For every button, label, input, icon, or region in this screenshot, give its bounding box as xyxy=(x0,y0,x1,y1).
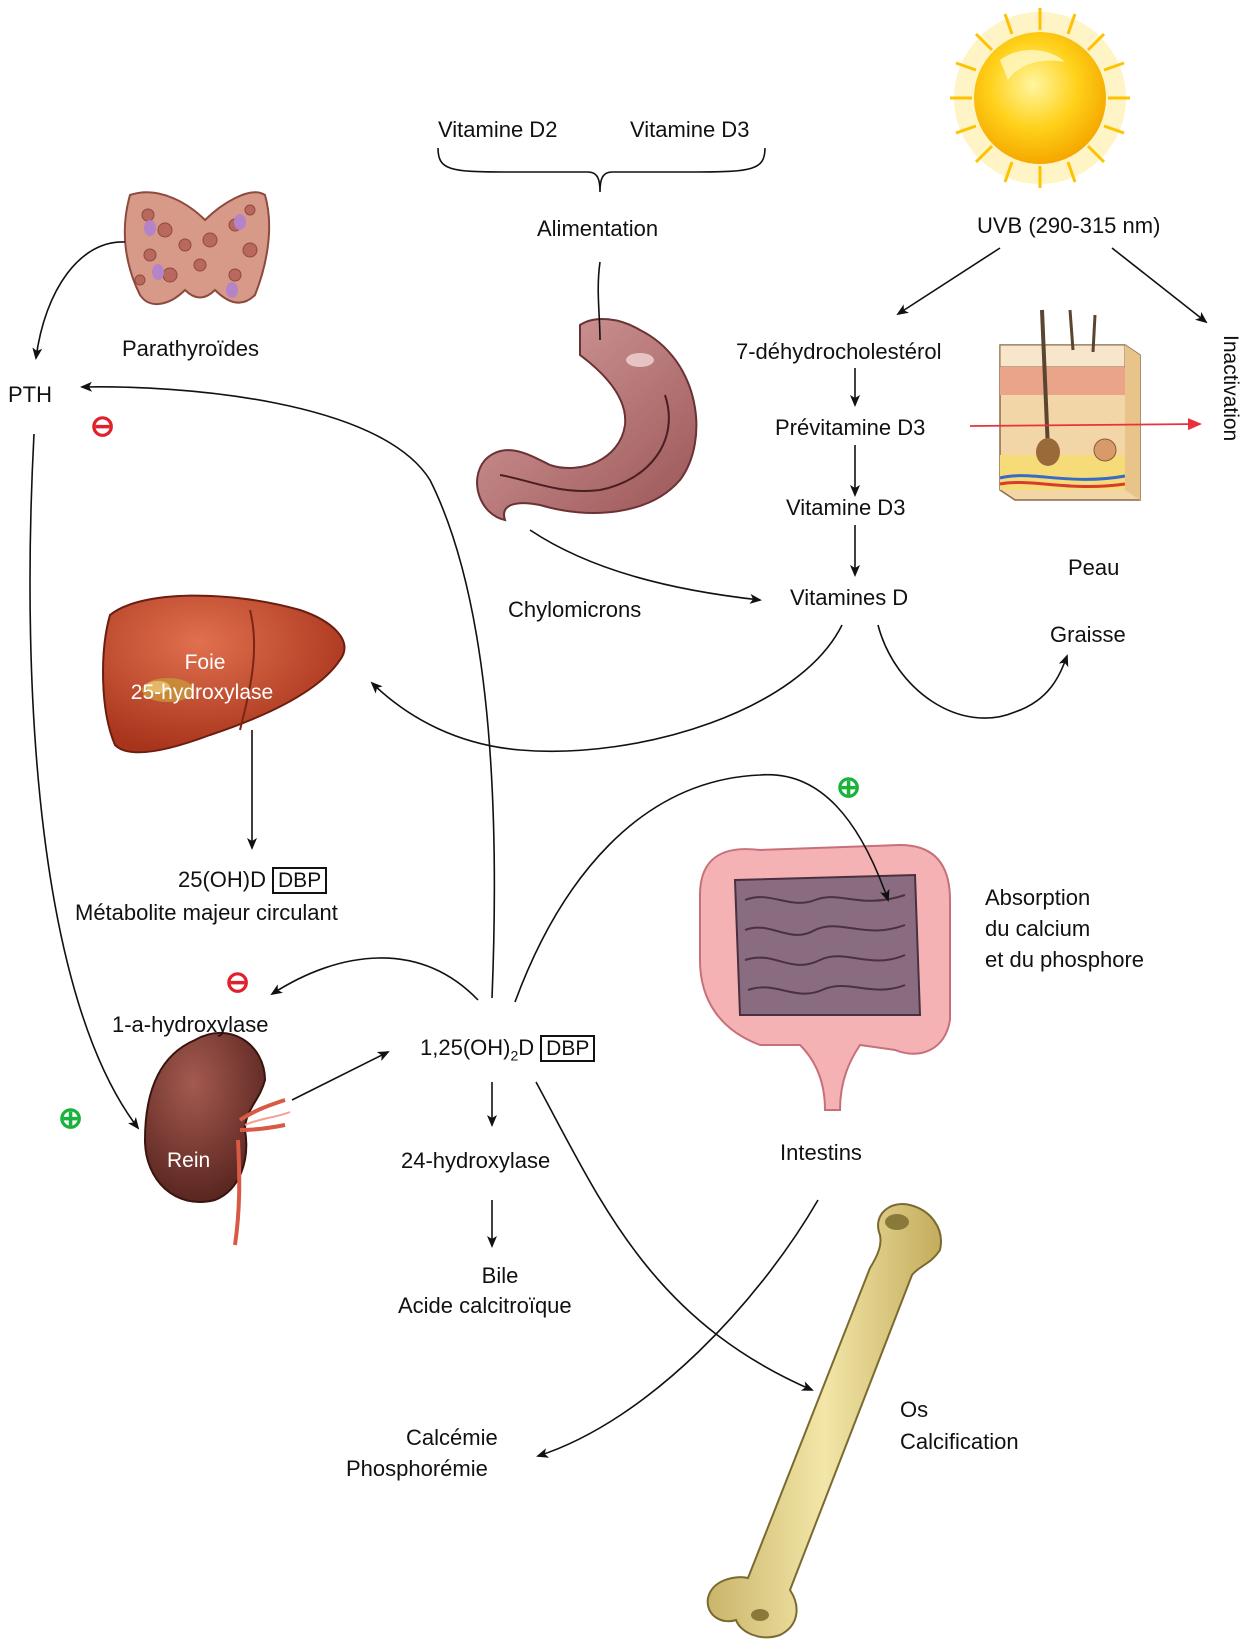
calcitriol-end: D xyxy=(518,1035,534,1060)
intestines-label: Intestins xyxy=(780,1140,862,1166)
fat-label: Graisse xyxy=(1050,622,1126,648)
metabolite-label: Métabolite majeur circulant xyxy=(75,900,338,926)
stimulate-kidney-sign: ⊕ xyxy=(58,1104,83,1134)
dbp-box-2: DBP xyxy=(540,1035,595,1062)
alimentation-label: Alimentation xyxy=(537,216,658,242)
absorption-label-3: et du phosphore xyxy=(985,947,1144,973)
skin-image xyxy=(1000,310,1140,500)
calcification-label: Calcification xyxy=(900,1429,1019,1455)
25ohd-text: 25(OH)D xyxy=(178,867,266,892)
dehydrocholesterol-label: 7-déhydrocholestérol xyxy=(736,339,941,365)
dbp-box: DBP xyxy=(272,867,327,894)
intestines-image xyxy=(700,845,950,1110)
chylo-arrow xyxy=(530,530,760,600)
absorption-label-1: Absorption xyxy=(985,885,1090,911)
phosphoremie-label: Phosphorémie xyxy=(346,1456,488,1482)
vitamin-d3-food-label: Vitamine D3 xyxy=(630,117,749,143)
kidney-image xyxy=(145,1033,290,1245)
inactivation-label: Inactivation xyxy=(1218,335,1242,441)
calcitriol-text: 1,25(OH) xyxy=(420,1035,510,1060)
absorption-label-2: du calcium xyxy=(985,916,1090,942)
uvb-label: UVB (290-315 nm) xyxy=(977,213,1160,239)
calcemie-label: Calcémie xyxy=(406,1425,498,1451)
pth-label: PTH xyxy=(8,382,52,408)
bone-label: Os xyxy=(900,1397,928,1423)
vitamine-d3-label: Vitamine D3 xyxy=(786,495,905,521)
vitD-to-graisse xyxy=(878,625,1067,718)
calcitriol-to-bone xyxy=(536,1082,812,1390)
vitD-to-liver xyxy=(372,625,842,751)
parathyroid-label: Parathyroïdes xyxy=(122,336,259,362)
24-hydroxylase-label: 24-hydroxylase xyxy=(401,1148,550,1174)
skin-label: Peau xyxy=(1068,555,1119,581)
parathyroid-image xyxy=(125,192,269,304)
parathyroid-to-pth xyxy=(36,242,125,358)
uvb-to-inactivation xyxy=(1112,248,1206,322)
intestins-to-calcemie xyxy=(538,1200,818,1456)
sun-icon xyxy=(950,8,1130,188)
stomach-image xyxy=(477,319,696,520)
liver-label: Foie xyxy=(185,650,226,676)
inhibit-1a-sign: ⊖ xyxy=(225,968,250,998)
uvb-to-dehydro xyxy=(898,248,1000,314)
1a-hydroxylase-label: 1-a-hydroxylase xyxy=(112,1012,269,1038)
inhibit-pth-sign: ⊖ xyxy=(90,412,115,442)
calcitriol-to-1a xyxy=(272,958,478,1000)
kidney-to-calcitriol xyxy=(292,1052,388,1100)
25-hydroxylase-label: 25-hydroxylase xyxy=(131,680,273,706)
chylomicrons-label: Chylomicrons xyxy=(508,597,641,623)
vitamin-d2-label: Vitamine D2 xyxy=(438,117,557,143)
stimulate-intestine-sign: ⊕ xyxy=(836,773,861,803)
bile-label: Bile xyxy=(482,1263,519,1289)
kidney-label: Rein xyxy=(167,1148,210,1174)
vitamines-d-label: Vitamines D xyxy=(790,585,908,611)
calcitroic-acid-label: Acide calcitroïque xyxy=(398,1293,572,1319)
previtamine-label: Prévitamine D3 xyxy=(775,415,925,441)
food-brace xyxy=(438,148,765,192)
